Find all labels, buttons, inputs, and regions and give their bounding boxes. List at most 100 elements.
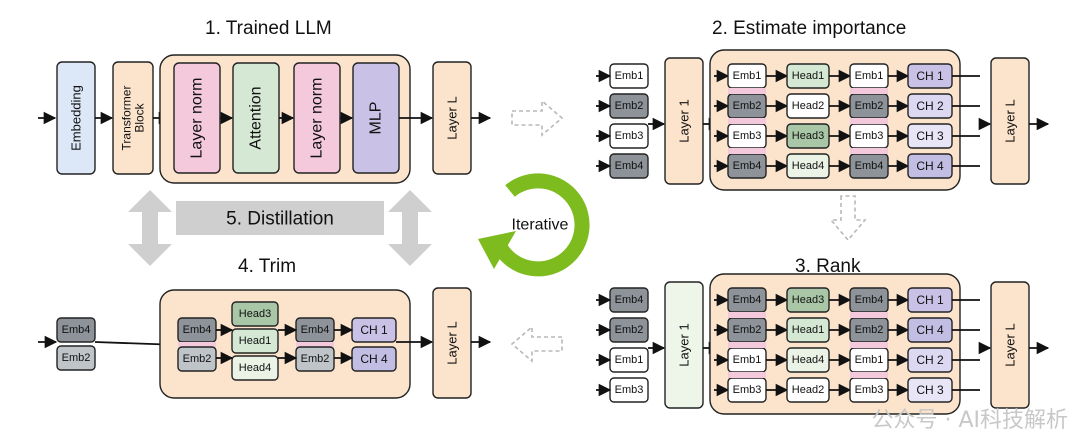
rank-ch-0: CH 1 [907, 287, 953, 313]
rank-ch-3: CH 3 [907, 377, 953, 403]
rank-layer-l-block: Layer L [990, 281, 1030, 409]
layer-l-block-s1: Layer L [432, 61, 472, 175]
trim-emb_b-1-label: Emb2 [301, 353, 330, 365]
estimate-emb_a-3-label: Emb4 [733, 160, 762, 172]
layer-norm-1-block-label: Layer norm [189, 78, 206, 159]
trim-emb-in-0: Emb4 [56, 317, 96, 343]
rank-emb_b-0-label: Emb4 [855, 294, 884, 306]
title-trained-llm: 1. Trained LLM [205, 18, 332, 39]
rank-ln-stripe-1-0 [850, 312, 888, 318]
rank-emb-in-1: Emb2 [609, 317, 649, 343]
trim-emb_a-1-label: Emb2 [183, 353, 212, 365]
mlp-block-label: MLP [368, 102, 385, 135]
rank-heads-1-label: Head1 [792, 324, 824, 336]
estimate-emb_b-1: Emb2 [849, 93, 889, 119]
estimate-emb-in-3: Emb4 [609, 153, 649, 179]
estimate-emb_b-3: Emb4 [849, 153, 889, 179]
rank-emb_a-3: Emb3 [727, 377, 767, 403]
rank-emb-in-0-label: Emb4 [615, 294, 644, 306]
trim-ch-0: CH 1 [351, 317, 397, 343]
estimate-ch-0-label: CH 1 [916, 69, 944, 83]
estimate-emb-in-0: Emb1 [609, 63, 649, 89]
rank-emb_b-3-label: Emb3 [855, 384, 884, 396]
rank-emb-in-2-label: Emb1 [615, 354, 644, 366]
rank-emb_a-0: Emb4 [727, 287, 767, 313]
mlp-block: MLP [352, 62, 400, 174]
estimate-emb-in-2: Emb3 [609, 123, 649, 149]
rank-ch-2-label: CH 2 [916, 353, 944, 367]
estimate-emb_b-0-label: Emb1 [855, 70, 884, 82]
transformer-block-label: TransformerBlock [120, 86, 147, 151]
layer-norm-2-block: Layer norm [293, 62, 341, 174]
watermark: 公众号 · AI科技解析 [871, 408, 1068, 433]
title-trim: 4. Trim [238, 256, 297, 277]
rank-emb-in-1-label: Emb2 [615, 324, 644, 336]
rank-ch-1: CH 4 [907, 317, 953, 343]
trim-emb_b-0: Emb4 [295, 317, 335, 343]
trim-ch-0-label: CH 1 [360, 323, 388, 337]
trim-emb-in-1-label: Emb2 [62, 352, 91, 364]
rank-ch-0-label: CH 1 [916, 293, 944, 307]
rank-emb_b-2-label: Emb1 [855, 354, 884, 366]
rank-heads-0-label: Head3 [792, 294, 824, 306]
estimate-heads-0: Head1 [786, 63, 830, 89]
rank-emb_a-0-label: Emb4 [733, 294, 762, 306]
trim-heads-2-label: Head4 [239, 362, 271, 374]
rank-layer1-block-label: Layer 1 [677, 323, 692, 366]
rank-layer1-block: Layer 1 [664, 281, 704, 409]
trim-layer-l-block: Layer L [432, 287, 472, 399]
estimate-emb_a-0-label: Emb1 [733, 70, 762, 82]
rank-emb-in-3-label: Emb3 [615, 384, 644, 396]
flow-arrow-2-to-3 [829, 195, 867, 242]
trim-ln-stripe-a [178, 342, 216, 347]
rank-emb_a-2: Emb1 [727, 347, 767, 373]
distillation-arrow-right [388, 190, 432, 266]
estimate-layer1-block: Layer 1 [664, 57, 704, 185]
estimate-emb_a-3: Emb4 [727, 153, 767, 179]
trim-emb_a-0-label: Emb4 [183, 324, 212, 336]
embedding-block-label: Embedding [69, 85, 84, 151]
rank-emb_b-2: Emb1 [849, 347, 889, 373]
estimate-emb_a-2: Emb3 [727, 123, 767, 149]
attention-block: Attention [232, 62, 280, 174]
rank-emb_b-1: Emb2 [849, 317, 889, 343]
estimate-ch-1: CH 2 [907, 93, 953, 119]
iterative-cycle-icon [478, 173, 590, 277]
rank-ch-1-label: CH 4 [916, 323, 944, 337]
trim-heads-0-label: Head3 [239, 308, 271, 320]
rank-emb_b-3: Emb3 [849, 377, 889, 403]
estimate-transformer-expanded [709, 49, 961, 191]
rank-ln-stripe-0-2 [728, 372, 766, 378]
rank-emb_a-2-label: Emb1 [733, 354, 762, 366]
flow-arrow-1-to-2 [511, 99, 564, 137]
rank-ln-stripe-0-0 [728, 312, 766, 318]
layer-norm-1-block: Layer norm [173, 62, 221, 174]
distillation-label: 5. Distillation [226, 209, 334, 230]
title-estimate-importance: 2. Estimate importance [712, 18, 907, 39]
estimate-emb-in-0-label: Emb1 [615, 70, 644, 82]
estimate-heads-2: Head3 [786, 123, 830, 149]
rank-heads-2: Head4 [786, 347, 830, 373]
rank-ln-stripe-1-1 [850, 342, 888, 348]
estimate-emb-in-3-label: Emb4 [615, 160, 644, 172]
estimate-ln-stripe-0-2 [728, 148, 766, 154]
trim-layer-l-block-label: Layer L [445, 321, 460, 364]
estimate-ch-2-label: CH 3 [916, 129, 944, 143]
iterative-label: Iterative [512, 217, 569, 234]
layer-norm-2-block-label: Layer norm [309, 78, 326, 159]
rank-heads-0: Head3 [786, 287, 830, 313]
rank-emb_a-1: Emb2 [727, 317, 767, 343]
embedding-block: Embedding [56, 61, 96, 175]
rank-heads-2-label: Head4 [792, 354, 824, 366]
rank-heads-1: Head1 [786, 317, 830, 343]
estimate-emb_a-2-label: Emb3 [733, 130, 762, 142]
rank-ch-3-label: CH 3 [916, 383, 944, 397]
trim-emb_a-1: Emb2 [177, 346, 217, 372]
trim-heads-0: Head3 [231, 301, 279, 327]
estimate-emb_b-2: Emb3 [849, 123, 889, 149]
rank-ln-stripe-1-2 [850, 372, 888, 378]
trim-transformer-expanded [159, 289, 411, 399]
rank-emb_b-0: Emb4 [849, 287, 889, 313]
estimate-ch-2: CH 3 [907, 123, 953, 149]
layer-l-block-s1-label: Layer L [445, 96, 460, 139]
